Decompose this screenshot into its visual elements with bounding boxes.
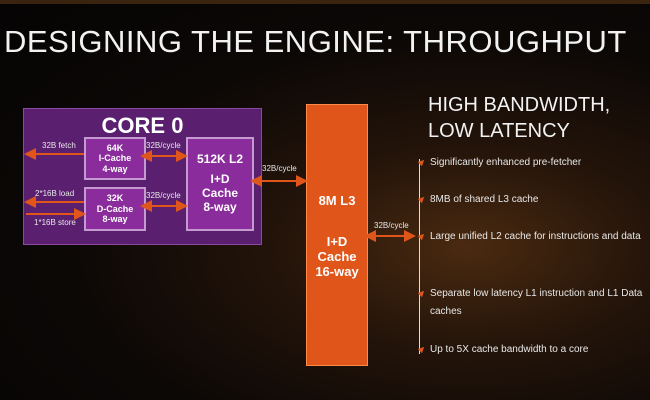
bullet-text: 8MB of shared L3 cache (430, 194, 539, 205)
top-accent-bar (0, 0, 650, 4)
dcache-size: 32K (106, 193, 124, 204)
bullet-item: Up to 5X cache bandwidth to a core (417, 341, 645, 359)
bullet-item: 8MB of shared L3 cache (417, 191, 645, 209)
l2-name: Cache (201, 186, 239, 200)
l2-l3-bandwidth: 32B/cycle (262, 164, 297, 173)
headline: HIGH BANDWIDTH, LOW LATENCY (428, 92, 610, 144)
l3-details: I+D Cache 16-way (307, 234, 367, 280)
icache-l2-bandwidth: 32B/cycle (146, 141, 181, 150)
headline-line-1: HIGH BANDWIDTH, (428, 94, 611, 116)
slide-title: DESIGNING THE ENGINE: THROUGHPUT (4, 24, 627, 59)
bullet-item: Significantly enhanced pre-fetcher (417, 154, 645, 172)
l3-assoc: 16-way (315, 263, 359, 279)
fetch-label: 32B fetch (42, 141, 76, 150)
icache-box: 64K I-Cache 4-way (84, 137, 146, 180)
store-label: 1*16B store (34, 218, 76, 227)
l2-size: 512K L2 (196, 152, 244, 167)
l2-cache-box: 512K L2 I+D Cache 8-way (186, 137, 254, 231)
headline-line-2: LOW LATENCY (428, 120, 570, 142)
icache-assoc: 4-way (102, 163, 128, 174)
dcache-assoc: 8-way (102, 214, 128, 225)
l2-type: I+D (210, 172, 230, 187)
l3-size: 8M L3 (318, 193, 356, 208)
bullet-text: Separate low latency L1 instruction and … (430, 288, 643, 317)
bullet-text: Large unified L2 cache for instructions … (430, 231, 641, 242)
icache-name: I-Cache (98, 153, 132, 164)
bullet-item: Separate low latency L1 instruction and … (417, 285, 645, 321)
l3-cache-box: 8M L3 I+D Cache 16-way (306, 104, 368, 366)
icache-size: 64K (106, 142, 124, 153)
bullet-bracket (419, 159, 424, 354)
load-label: 2*16B load (35, 189, 75, 198)
bullet-text: Up to 5X cache bandwidth to a core (430, 344, 589, 355)
dcache-name: D-Cache (96, 203, 134, 214)
l2-assoc: 8-way (203, 199, 237, 214)
l3-out-bandwidth: 32B/cycle (374, 221, 409, 230)
l3-type: I+D (326, 234, 348, 249)
core-title: CORE 0 (101, 113, 184, 138)
l3-name: Cache (317, 248, 357, 264)
bullet-text: Significantly enhanced pre-fetcher (430, 157, 582, 168)
bullet-item: Large unified L2 cache for instructions … (417, 228, 645, 246)
dcache-l2-bandwidth: 32B/cycle (146, 191, 181, 200)
